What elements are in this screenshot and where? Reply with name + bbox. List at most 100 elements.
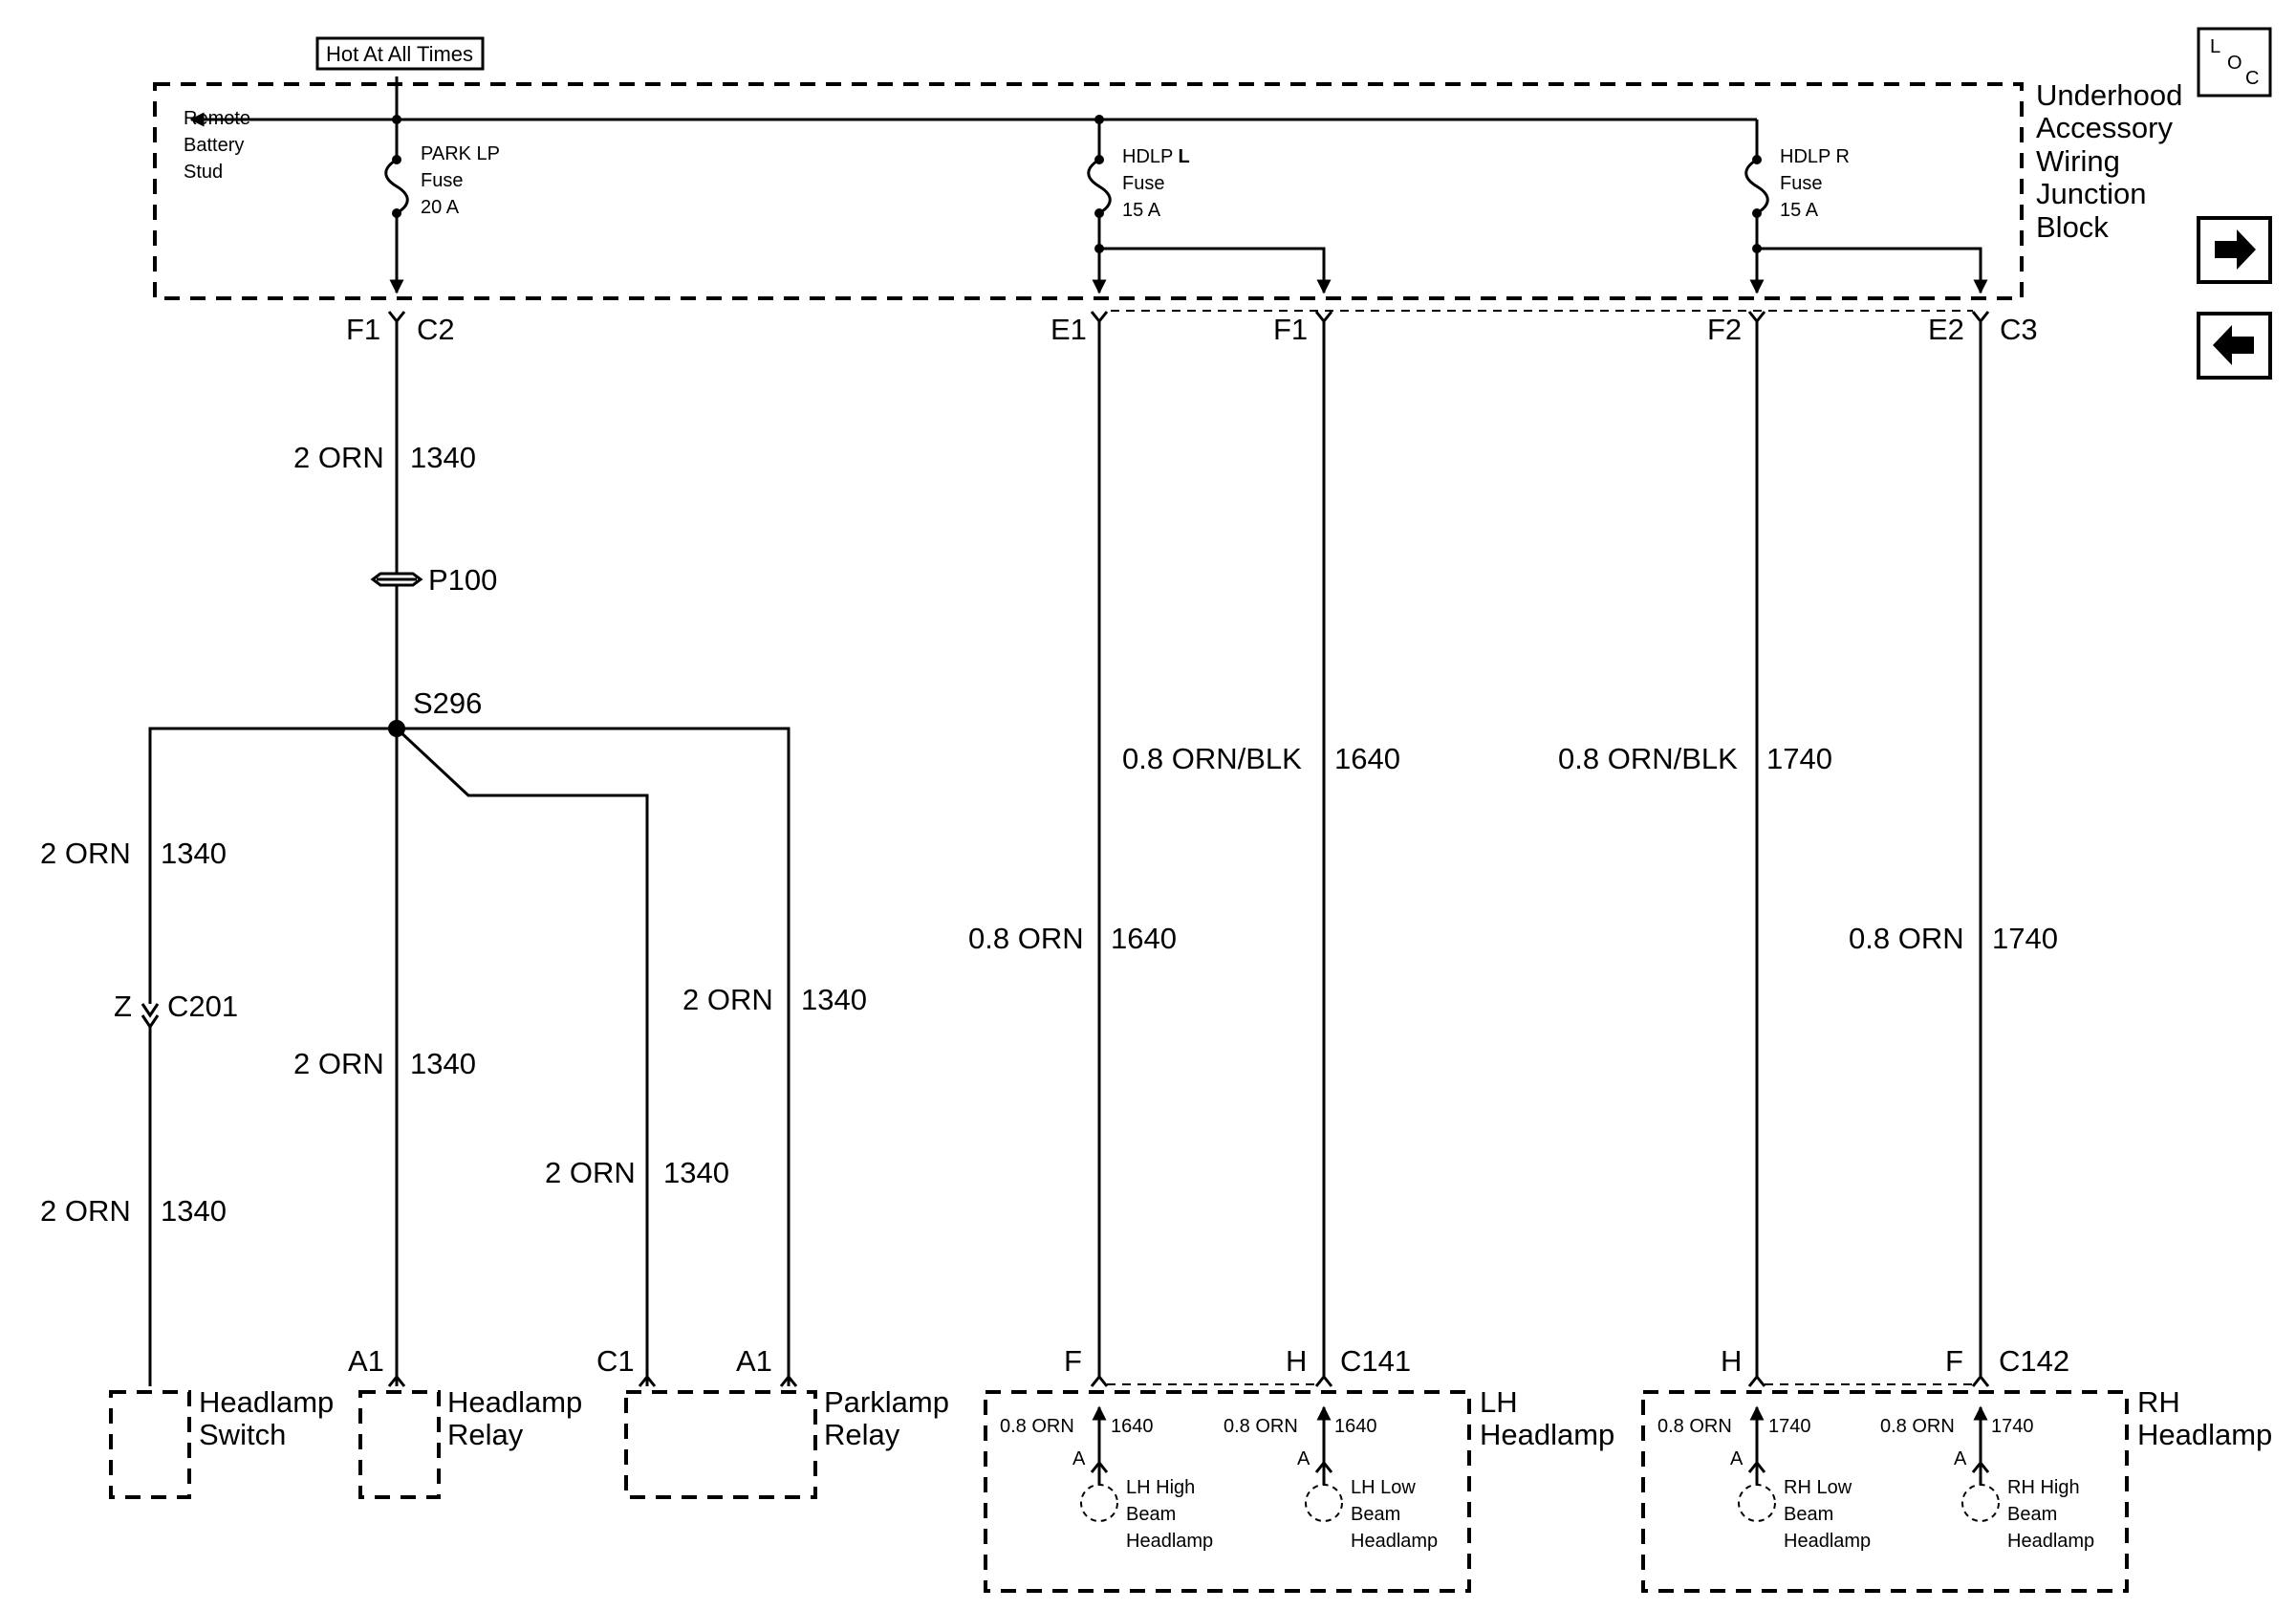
svg-text:Remote: Remote — [184, 108, 250, 129]
svg-text:RH Low: RH Low — [1784, 1477, 1852, 1498]
pin-a1: A1 — [736, 1344, 772, 1378]
pin-f: F — [1064, 1344, 1082, 1378]
wire-gauge-label: 0.8 ORN/BLK — [1122, 742, 1302, 775]
svg-text:Underhood: Underhood — [2036, 78, 2182, 112]
svg-text:Headlamp: Headlamp — [2137, 1418, 2272, 1451]
svg-text:1740: 1740 — [1991, 1416, 2034, 1437]
svg-text:A: A — [1072, 1448, 1086, 1469]
svg-text:Headlamp: Headlamp — [1351, 1531, 1438, 1552]
pin-h: H — [1286, 1344, 1307, 1378]
svg-text:Beam: Beam — [2007, 1504, 2057, 1525]
rh-headlamp-label: RH Headlamp — [2137, 1385, 2272, 1451]
wire-circuit-label: 1340 — [161, 837, 227, 870]
wire-circuit-label: 1340 — [663, 1156, 729, 1189]
parklamp-relay-box — [624, 1390, 817, 1499]
svg-text:Beam: Beam — [1784, 1504, 1833, 1525]
wire-circuit-label: 1740 — [1766, 742, 1832, 775]
svg-text:LH Low: LH Low — [1351, 1477, 1416, 1498]
pin-e1: E1 — [1051, 313, 1087, 346]
hdlp-l-fuse: HDLP L Fuse 15 A — [1087, 120, 1332, 294]
arrow-right-icon[interactable] — [2197, 216, 2272, 284]
wire-gauge-label: 2 ORN — [545, 1156, 636, 1189]
svg-text:Headlamp: Headlamp — [1480, 1418, 1614, 1451]
wire-gauge-label: 0.8 ORN — [968, 922, 1084, 955]
svg-text:Fuse: Fuse — [1122, 173, 1164, 194]
svg-text:PARK LP: PARK LP — [421, 143, 500, 164]
junction-block-name: Underhood Accessory Wiring Junction Bloc… — [2036, 78, 2182, 244]
wire-circuit-label: 1340 — [161, 1194, 227, 1228]
pin-z: Z — [114, 990, 132, 1023]
svg-text:LH: LH — [1480, 1385, 1518, 1419]
svg-text:Accessory: Accessory — [2036, 111, 2173, 144]
lh-high-beam-headlamp: 0.8 ORN 1640 A LH High Beam Headlamp — [1000, 1405, 1213, 1552]
svg-text:Headlamp: Headlamp — [199, 1385, 334, 1419]
headlamp-switch-label: Headlamp Switch — [199, 1385, 334, 1451]
svg-text:A: A — [1730, 1448, 1744, 1469]
lh-headlamp-box — [984, 1390, 1471, 1593]
wire-1340 — [148, 727, 397, 1004]
pin-f1: F1 — [346, 313, 380, 346]
svg-text:1740: 1740 — [1768, 1416, 1811, 1437]
svg-text:Junction: Junction — [2036, 177, 2146, 210]
svg-text:Headlamp: Headlamp — [1126, 1531, 1213, 1552]
connector-c3-label: C3 — [2000, 313, 2038, 346]
hot-at-all-times-label: Hot At All Times — [326, 42, 473, 66]
wire-circuit-label: 1340 — [410, 441, 476, 474]
park-lp-fuse: PARK LP Fuse 20 A — [384, 120, 500, 294]
pin-f: F — [1945, 1344, 1963, 1378]
headlamp-relay-box — [358, 1390, 441, 1499]
pin-h: H — [1721, 1344, 1742, 1378]
svg-text:HDLP L: HDLP L — [1122, 146, 1190, 167]
wire-circuit-label: 1340 — [801, 983, 867, 1016]
pin-c1: C1 — [596, 1344, 635, 1378]
svg-text:Fuse: Fuse — [421, 170, 463, 191]
wire-1340 — [397, 727, 791, 1386]
pin-a1-symbol — [387, 1374, 406, 1387]
svg-text:Stud: Stud — [184, 162, 223, 183]
pin-f1: F1 — [1273, 313, 1308, 346]
svg-text:Switch: Switch — [199, 1418, 286, 1451]
svg-text:1640: 1640 — [1334, 1416, 1377, 1437]
svg-text:C: C — [2245, 68, 2259, 89]
svg-text:0.8 ORN: 0.8 ORN — [1224, 1416, 1298, 1437]
pin-a1-symbol — [779, 1374, 798, 1387]
wire-circuit-label: 1640 — [1334, 742, 1400, 775]
hdlp-r-fuse: HDLP R Fuse 15 A — [1744, 120, 1988, 294]
wire-1340 — [395, 727, 649, 1386]
rh-headlamp-box — [1641, 1390, 2129, 1593]
pin-c1-symbol — [638, 1374, 657, 1387]
wire-circuit-label: 1640 — [1111, 922, 1177, 955]
svg-text:LH High: LH High — [1126, 1477, 1195, 1498]
svg-text:Headlamp: Headlamp — [447, 1385, 582, 1419]
svg-text:A: A — [1297, 1448, 1310, 1469]
wire-gauge-label: 2 ORN — [40, 1194, 131, 1228]
lh-headlamp-label: LH Headlamp — [1480, 1385, 1614, 1451]
wire-gauge-label: 0.8 ORN/BLK — [1558, 742, 1738, 775]
svg-text:RH: RH — [2137, 1385, 2180, 1419]
svg-text:Parklamp: Parklamp — [824, 1385, 949, 1419]
location-icon[interactable]: L O C — [2197, 27, 2272, 98]
connector-c201-label: C201 — [167, 990, 238, 1023]
svg-text:RH High: RH High — [2007, 1477, 2080, 1498]
svg-text:L: L — [2210, 36, 2220, 57]
pin-e2: E2 — [1928, 313, 1964, 346]
headlamp-relay-label: Headlamp Relay — [447, 1385, 582, 1451]
wire-circuit-label: 1340 — [410, 1047, 476, 1080]
svg-text:Fuse: Fuse — [1780, 173, 1822, 194]
svg-text:Relay: Relay — [824, 1418, 900, 1451]
svg-text:HDLP R: HDLP R — [1780, 146, 1850, 167]
connector-p100-label: P100 — [428, 563, 497, 597]
rh-high-beam-headlamp: 0.8 ORN 1740 A RH High Beam Headlamp — [1880, 1405, 2094, 1552]
connector-c142-label: C142 — [1999, 1344, 2069, 1378]
arrow-left-icon[interactable] — [2197, 312, 2272, 380]
remote-battery-stud-label: Remote Battery Stud — [184, 108, 250, 183]
connector-c2-symbols — [387, 311, 1990, 324]
svg-text:O: O — [2227, 53, 2242, 74]
inline-connector-p100 — [370, 572, 423, 587]
svg-text:Beam: Beam — [1126, 1504, 1176, 1525]
svg-text:Headlamp: Headlamp — [1784, 1531, 1871, 1552]
connector-c141-symbols — [1090, 1374, 1333, 1387]
svg-text:Block: Block — [2036, 210, 2109, 244]
svg-text:0.8 ORN: 0.8 ORN — [1000, 1416, 1074, 1437]
